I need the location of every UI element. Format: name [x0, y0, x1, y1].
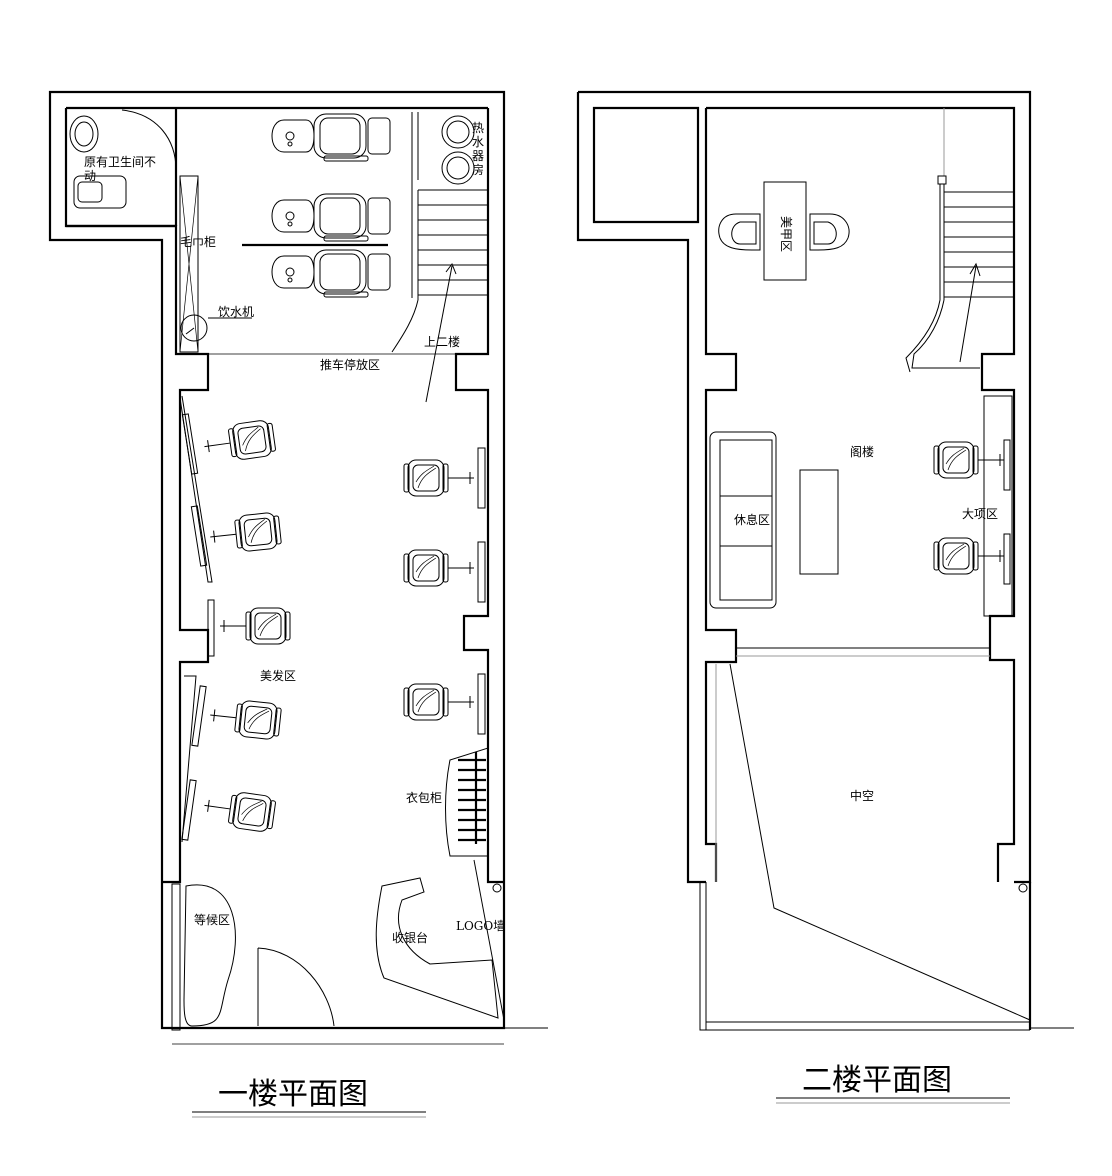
- label-towel-cabinet: 毛巾柜: [180, 235, 216, 249]
- floor2-title: 二楼平面图: [802, 1063, 952, 1098]
- label-bathroom: 原有卫生间不: [84, 155, 156, 169]
- floor1-title: 一楼平面图: [218, 1077, 368, 1112]
- label-coat-cabinet: 衣包柜: [406, 790, 442, 805]
- label-cashier: 收银台: [392, 930, 428, 945]
- label-cart-parking: 推车停放区: [320, 357, 380, 372]
- floor1-stairs: [391, 189, 488, 403]
- floor2-stairs: [905, 108, 1014, 373]
- label-nail-area: 美甲区: [779, 216, 793, 252]
- label-bathroom-2: 动: [84, 169, 96, 183]
- label-water-dispenser: 饮水机: [218, 305, 254, 319]
- label-water-heater-1: 热: [472, 121, 484, 135]
- label-waiting-area: 等候区: [194, 913, 230, 927]
- label-water-heater-3: 器: [472, 149, 484, 163]
- label-water-heater-2: 水: [472, 135, 484, 149]
- floor2-plan: 美甲区 休息区 阁楼: [576, 90, 1074, 1104]
- coat-cabinet-hangers: [458, 752, 486, 844]
- label-major-area: 大项区: [962, 507, 998, 521]
- label-hair-area: 美发区: [260, 668, 296, 683]
- label-loft: 阁楼: [850, 444, 874, 459]
- label-rest-area: 休息区: [734, 512, 770, 527]
- label-upstairs: 上二楼: [424, 334, 460, 349]
- label-void: 中空: [850, 788, 874, 803]
- label-water-heater-4: 房: [472, 162, 484, 177]
- floor1-plan: 原有卫生间不 动 毛巾柜 饮水机 热 水 器 房: [48, 90, 548, 1118]
- label-logo-wall: LOGO墙: [456, 919, 505, 933]
